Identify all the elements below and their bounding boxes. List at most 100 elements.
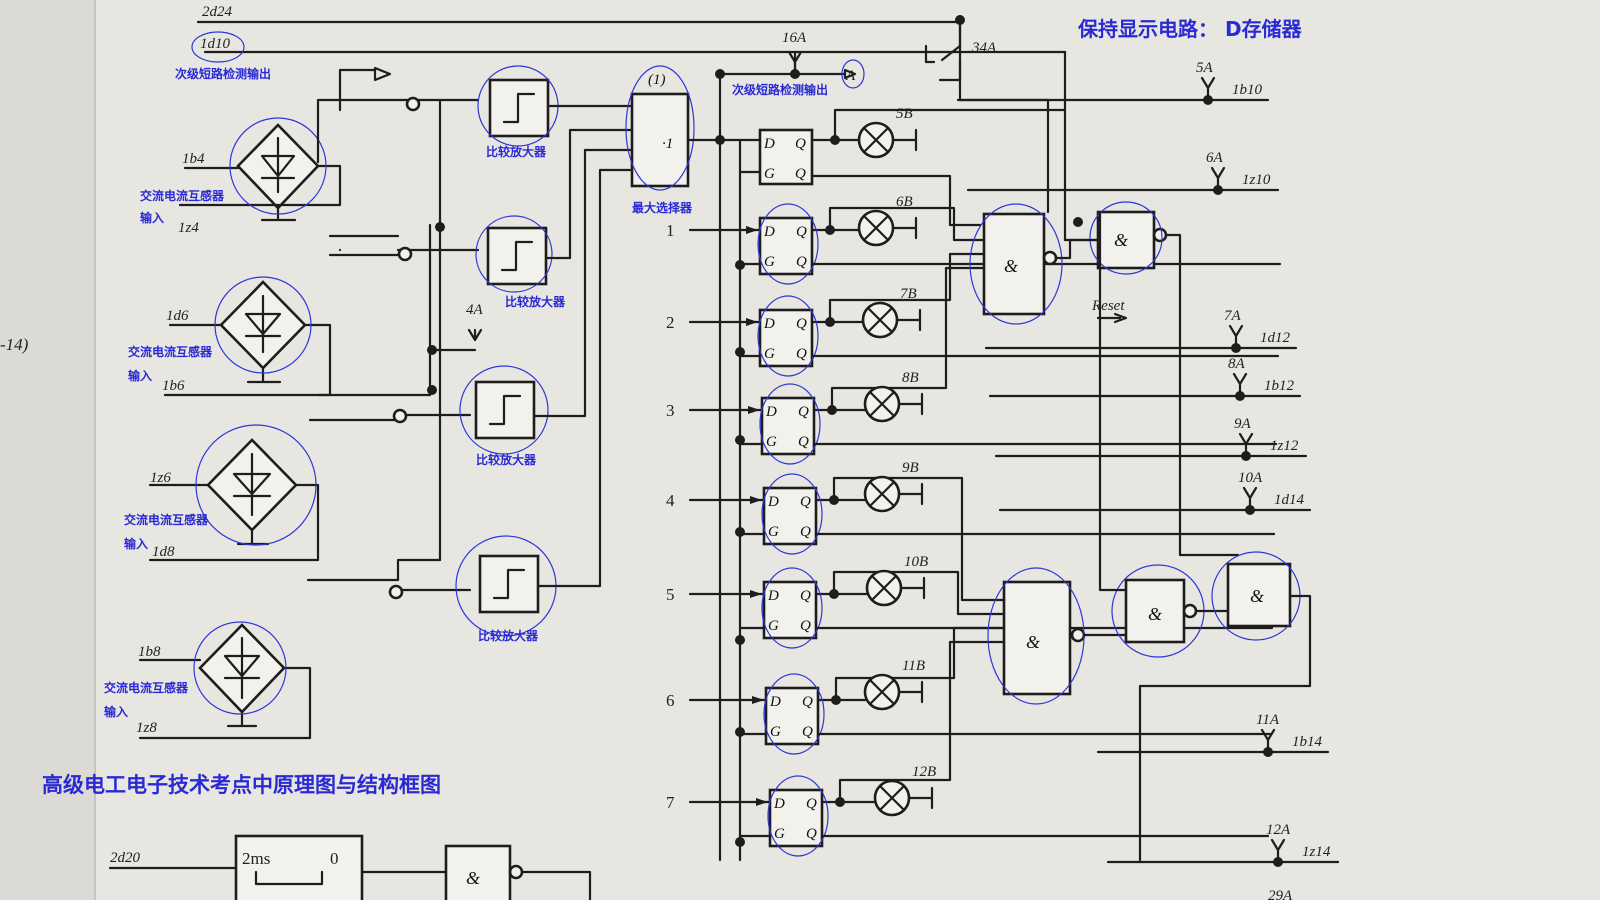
pin-A: A <box>845 68 856 84</box>
ct-input-4 <box>138 621 312 740</box>
latch-d-label: D <box>767 588 779 604</box>
comparator-1 <box>477 65 632 147</box>
latch-d-label: D <box>767 494 779 510</box>
latch-q-label: Q <box>800 588 811 604</box>
terminal-pin: 1d12 <box>1260 330 1291 346</box>
pin-1d8: 1d8 <box>152 544 175 560</box>
terminal-label: 5A <box>1196 60 1214 76</box>
page-gutter <box>0 0 95 900</box>
latch-q-label: Q <box>798 404 809 420</box>
lamp-5B: 5B <box>857 106 918 159</box>
annotation-comparator-4: 比较放大器 <box>478 628 539 643</box>
reset-label: Reset <box>1091 298 1125 314</box>
terminal-pin: 1b12 <box>1264 378 1295 394</box>
terminal-label: 12A <box>1266 822 1291 838</box>
terminal-label: 9A <box>1234 416 1252 432</box>
latch-qbar-label: Q <box>802 724 813 740</box>
annotation-ct-1a: 交流电流互感器 <box>140 188 225 203</box>
lamp-label: 9B <box>902 460 919 476</box>
row-number: 6 <box>666 691 675 710</box>
terminal-label: 6A <box>1206 150 1224 166</box>
and-gate-small-3 <box>1138 551 1312 862</box>
d-latch-0: D Q G Q <box>718 108 1067 227</box>
comparator-4 <box>455 168 632 637</box>
max-selector-mid-label: ·1 <box>662 136 673 152</box>
lamp-label: 12B <box>912 764 936 780</box>
pin-1d10-ring <box>191 31 245 63</box>
pin-1b6: 1b6 <box>162 378 185 394</box>
terminal-label: 7A <box>1224 308 1242 324</box>
latch-g-label: G <box>766 434 777 450</box>
and-gate-big-1 <box>969 203 1128 325</box>
latch-d-label: D <box>763 316 775 332</box>
pin-1z6: 1z6 <box>150 470 171 486</box>
row-number: 7 <box>666 793 675 812</box>
latch-q-label: Q <box>796 316 807 332</box>
annotation-comparator-3: 比较放大器 <box>476 452 537 467</box>
latch-qbar-label: Q <box>795 166 806 182</box>
output-terminals: 5A1b106A1z107A1d128A1b129A1z1210A1d1411A… <box>956 60 1340 900</box>
latch-d-label: D <box>773 796 785 812</box>
latch-d-label: D <box>769 694 781 710</box>
lamp-label: 6B <box>896 194 913 210</box>
and-label-6: & <box>466 868 480 888</box>
annotation-comparator-1: 比较放大器 <box>486 144 547 159</box>
and-label-5: & <box>1250 586 1264 606</box>
ct-input-1 <box>178 117 342 222</box>
terminal-1b10: 5A 1b10 <box>956 60 1270 105</box>
annotation-ct-4a: 交流电流互感器 <box>104 680 189 695</box>
annotation-ct-4b: 输入 <box>104 704 128 719</box>
lamp-label: 7B <box>900 286 917 302</box>
title-bottom: 高级电工电子技术考点中原理图与结构框图 <box>42 773 441 797</box>
pin-1b8: 1b8 <box>138 644 161 660</box>
lamp-9B: 9B <box>863 460 924 513</box>
terminal-1b12: 8A 1b12 <box>988 356 1302 401</box>
terminal-pin: 1b10 <box>1232 82 1263 98</box>
pin-1z4: 1z4 <box>178 220 199 236</box>
annotation-ct-2a: 交流电流互感器 <box>128 344 213 359</box>
comparator-2 <box>475 128 632 293</box>
row-number: 4 <box>666 491 675 510</box>
and-gate-small-1 <box>1063 201 1240 557</box>
d-latch-3: D Q G Q <box>688 266 1278 465</box>
terminal-label: 8A <box>1228 356 1246 372</box>
input-wiring <box>306 66 483 600</box>
row-number: 2 <box>666 313 675 332</box>
row-number: 5 <box>666 585 675 604</box>
latch-g-label: G <box>764 346 775 362</box>
title-top: 保持显示电路： D存储器 <box>1077 17 1303 41</box>
terminal-pin: 1z14 <box>1302 844 1331 860</box>
pin-2d24: 2d24 <box>202 4 233 20</box>
timer-value: 0 <box>330 849 339 868</box>
latch-g-label: G <box>764 166 775 182</box>
latch-q-label: Q <box>796 224 807 240</box>
latch-d-label: D <box>765 404 777 420</box>
lamp-8B: 8B <box>863 370 924 423</box>
latch-d-label: D <box>763 136 775 152</box>
terminal-pin: 1z10 <box>1242 172 1271 188</box>
comparator-3 <box>459 148 632 455</box>
annotation-ct-3a: 交流电流互感器 <box>124 512 209 527</box>
timer-block <box>108 834 592 900</box>
annotation-ct-3b: 输入 <box>124 536 148 551</box>
lamp-12B: 12B <box>873 764 936 817</box>
pin-1z8: 1z8 <box>136 720 157 736</box>
terminal-label: 11A <box>1256 712 1280 728</box>
and-label-3: & <box>1026 632 1040 652</box>
ct-input-3 <box>148 424 320 562</box>
latch-q-label: Q <box>802 694 813 710</box>
lamp-label: 8B <box>902 370 919 386</box>
max-selector: (1) ·1 <box>625 50 865 862</box>
annotation-comparator-2: 比较放大器 <box>505 294 566 309</box>
annotation-secondary-short-left: 次级短路检测输出 <box>175 66 271 81</box>
terminal-29A: 29A <box>1268 888 1293 900</box>
and-label-1: & <box>1004 256 1018 276</box>
pin-2d20: 2d20 <box>110 850 141 866</box>
